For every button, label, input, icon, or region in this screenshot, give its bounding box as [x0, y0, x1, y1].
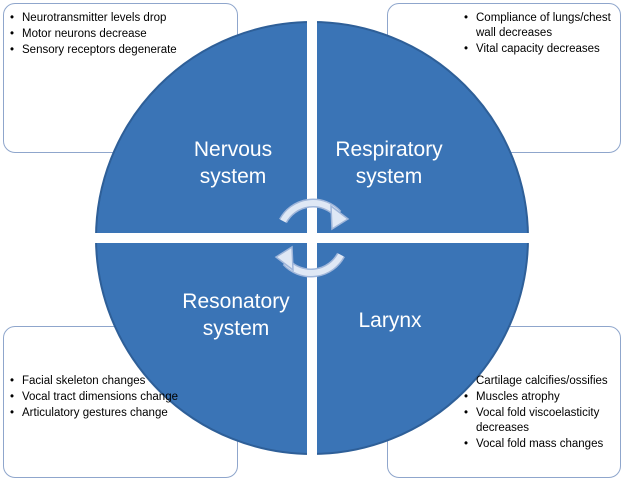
respiratory-system-bullets: Compliance of lungs/chest wall decreases… [464, 11, 614, 58]
horizontal-divider [92, 233, 532, 243]
nervous-system-title-line1: Nervous [194, 138, 272, 161]
nervous-system-bullets: Neurotransmitter levels drop Motor neuro… [10, 11, 210, 59]
cycle-arrows-icon [274, 198, 350, 278]
resonatory-system-bullets: Facial skeleton changes Vocal tract dime… [10, 374, 190, 422]
larynx-title: Larynx [358, 309, 422, 332]
list-item: Articulatory gestures change [10, 406, 190, 421]
list-item: Motor neurons decrease [10, 27, 210, 42]
list-item: Compliance of lungs/chest wall decreases [464, 11, 614, 41]
respiratory-system-title-line2: system [356, 165, 423, 188]
list-item: Neurotransmitter levels drop [10, 11, 210, 26]
list-item: Vocal fold mass changes [464, 437, 619, 452]
list-item: Vocal fold viscoelasticity decreases [464, 406, 619, 436]
larynx-bullets: Cartilage calcifies/ossifies Muscles atr… [464, 374, 619, 453]
respiratory-system-title-line1: Respiratory [335, 138, 443, 161]
nervous-system-title-line2: system [200, 165, 267, 188]
larynx-lead-text: Cartilage calcifies/ossifies [476, 375, 608, 387]
list-item: Facial skeleton changes [10, 374, 190, 389]
list-item: Sensory receptors degenerate [10, 43, 210, 58]
list-item: Vital capacity decreases [464, 42, 614, 57]
list-item: Muscles atrophy [464, 390, 619, 405]
resonatory-system-title-line1: Resonatory [182, 290, 290, 313]
list-item: Vocal tract dimensions change [10, 390, 190, 405]
resonatory-system-title-line2: system [203, 317, 270, 340]
